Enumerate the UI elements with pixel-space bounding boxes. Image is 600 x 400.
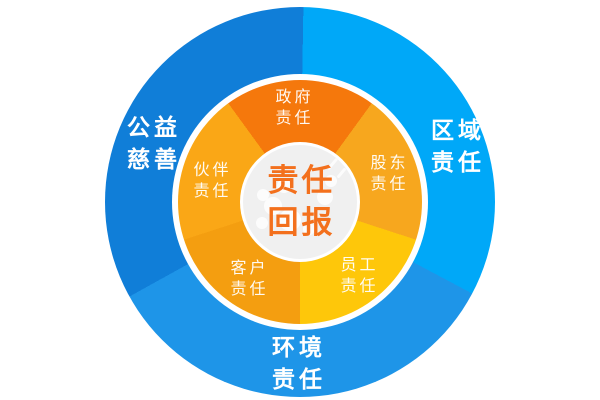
label-line: 慈善 [127, 146, 181, 172]
label-line: 区域 [431, 117, 485, 143]
center-title-line: 回报 [267, 205, 336, 240]
label-line: 政府 [275, 89, 314, 106]
label-line: 公益 [127, 114, 181, 140]
label-line: 责任 [275, 110, 314, 127]
label-shareholder: 股东 责任 [348, 153, 428, 195]
label-line: 责任 [272, 366, 326, 392]
label-line: 伙伴 [193, 162, 232, 179]
label-employee: 员工 责任 [318, 255, 398, 297]
label-partner: 伙伴 责任 [171, 160, 251, 202]
label-region: 区域 责任 [414, 114, 498, 178]
center-hub: 责任 回报 [243, 145, 357, 259]
label-line: 员工 [340, 257, 379, 274]
label-line: 责任 [193, 183, 232, 200]
center-title-line: 责任 [267, 163, 336, 198]
watermark-bubbles-icon [243, 145, 357, 259]
label-line: 责任 [370, 176, 409, 193]
label-line: 环境 [272, 334, 326, 360]
center-title: 责任 回报 [243, 145, 357, 259]
label-customer: 客户 责任 [208, 258, 288, 300]
label-line: 股东 [370, 155, 409, 172]
label-government: 政府 责任 [253, 87, 333, 129]
label-line: 责任 [230, 281, 269, 298]
label-environment: 环境 责任 [255, 331, 339, 395]
label-line: 责任 [431, 149, 485, 175]
label-line: 责任 [340, 278, 379, 295]
label-charity: 公益 慈善 [110, 111, 194, 175]
label-line: 客户 [230, 260, 269, 277]
